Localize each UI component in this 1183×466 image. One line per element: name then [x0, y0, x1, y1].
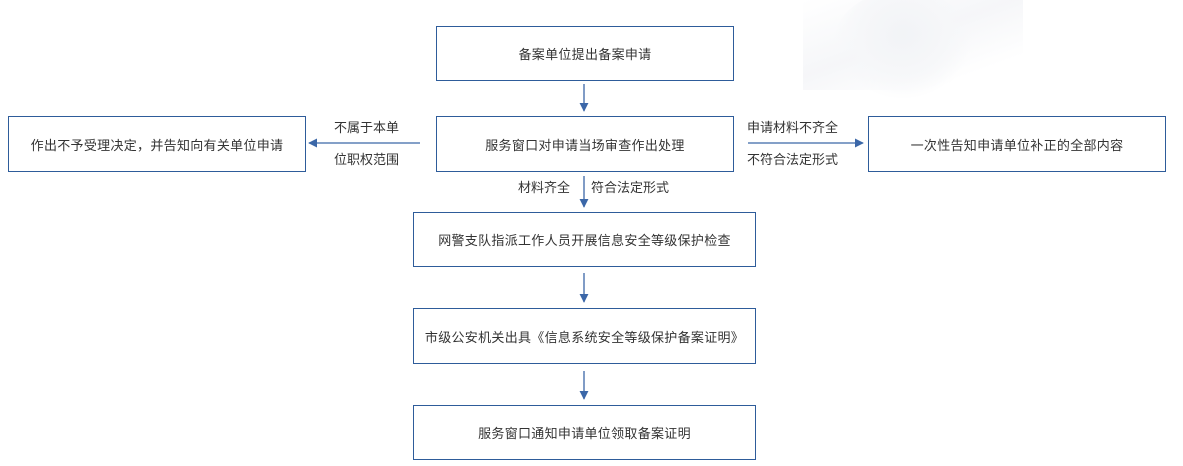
node-review: 服务窗口对申请当场审查作出处理: [436, 116, 734, 172]
edge-label-materials-complete: 材料齐全: [518, 181, 571, 196]
edge-label-out-of-scope-line1: 不属于本单: [334, 121, 400, 136]
node-notify: 一次性告知申请单位补正的全部内容: [868, 116, 1166, 172]
background-watermark: [833, 0, 973, 100]
edge-label-incomplete: 申请材料不齐全: [747, 121, 839, 136]
node-inspect: 网警支队指派工作人员开展信息安全等级保护检查: [413, 212, 756, 267]
node-collect: 服务窗口通知申请单位领取备案证明: [413, 405, 756, 460]
edge-label-out-of-scope-line2: 位职权范围: [334, 153, 400, 168]
node-apply: 备案单位提出备案申请: [436, 26, 734, 81]
node-issue: 市级公安机关出具《信息系统安全等级保护备案证明》: [413, 308, 756, 364]
edge-label-conforming: 符合法定形式: [591, 181, 670, 196]
edge-label-nonconforming: 不符合法定形式: [747, 153, 839, 168]
node-reject: 作出不予受理决定，并告知向有关单位申请: [8, 116, 306, 172]
